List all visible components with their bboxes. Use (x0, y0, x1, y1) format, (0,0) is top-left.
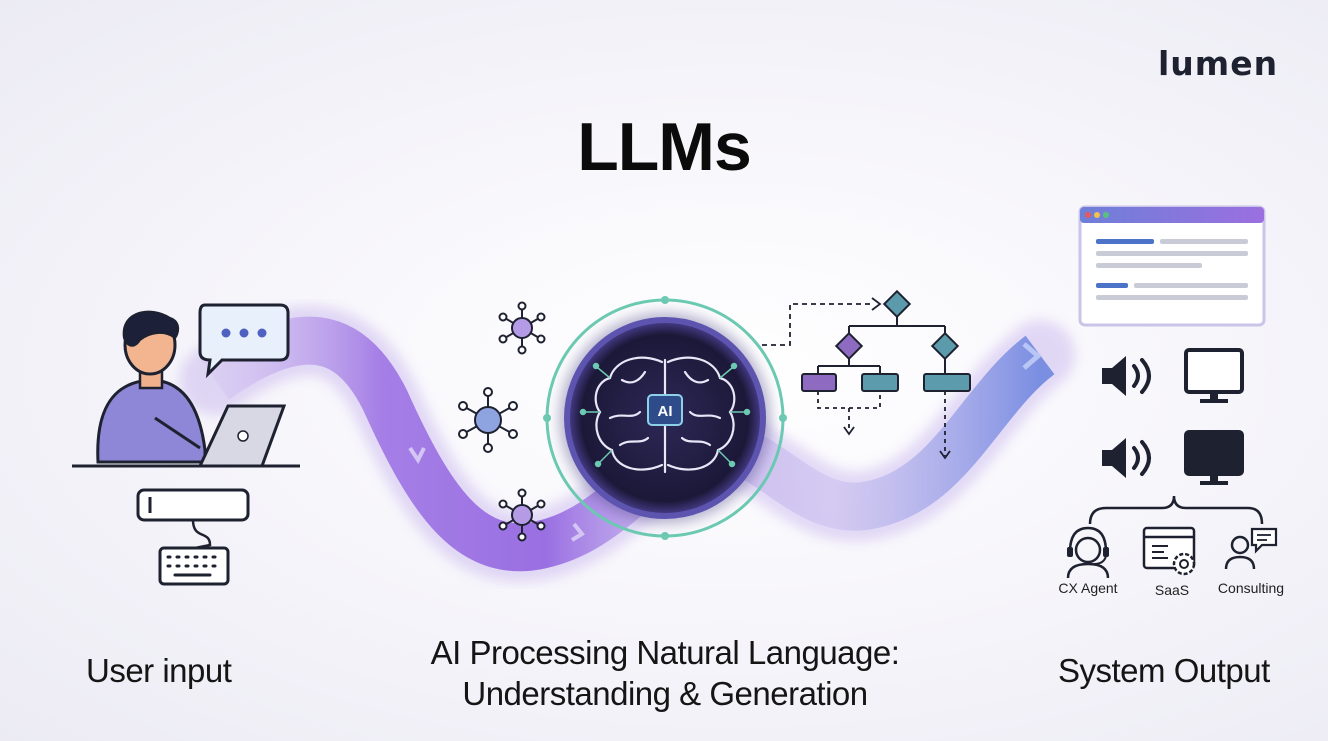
processing-caption-line2: Understanding & Generation (462, 675, 868, 712)
service-label-cx-agent: CX Agent (1058, 580, 1118, 596)
process-box (861, 373, 899, 392)
lumen-logo: lumen (1158, 44, 1279, 83)
decision-flowchart (762, 289, 971, 460)
process-box (923, 373, 971, 392)
page-title: LLMs (577, 109, 752, 185)
speech-bubble-icon (198, 303, 290, 379)
consultant-chat-icon (1224, 527, 1278, 570)
processing-caption-line1: AI Processing Natural Language: (430, 634, 900, 671)
decision-diamond (882, 289, 912, 319)
process-box (801, 373, 837, 392)
service-label-saas: SaaS (1154, 582, 1190, 598)
monitor-icon (1184, 430, 1244, 485)
ribbon-arrowhead (1022, 342, 1042, 370)
neural-node-icon (498, 488, 546, 542)
service-label-consulting: Consulting (1217, 580, 1285, 596)
speaker-icon (1102, 356, 1151, 396)
neural-node-icon (458, 387, 518, 453)
decision-diamond (930, 331, 960, 361)
user-input-caption: User input (86, 652, 232, 689)
monitor-icon (1184, 348, 1244, 403)
speaker-icon (1102, 438, 1151, 478)
system-output-caption: System Output (1058, 652, 1270, 689)
output-app-window (1078, 205, 1266, 327)
saas-window-gear-icon (1142, 526, 1196, 576)
ribbon-chevron-1 (408, 446, 426, 464)
ai-chip-badge (647, 394, 683, 426)
decision-diamond (834, 331, 864, 361)
processing-caption: AI Processing Natural Language: Understa… (380, 632, 950, 714)
user-at-laptop-illustration (72, 310, 300, 468)
headset-agent-icon (1066, 526, 1110, 579)
ribbon-chevron-2 (570, 522, 585, 542)
neural-node-icon (498, 301, 546, 355)
services-bracket (1088, 495, 1264, 525)
ai-brain-core: AI (543, 296, 787, 540)
ai-badge-text: AI (658, 403, 673, 420)
keyboard-icon (158, 546, 230, 586)
text-input-bar-icon (136, 488, 250, 550)
